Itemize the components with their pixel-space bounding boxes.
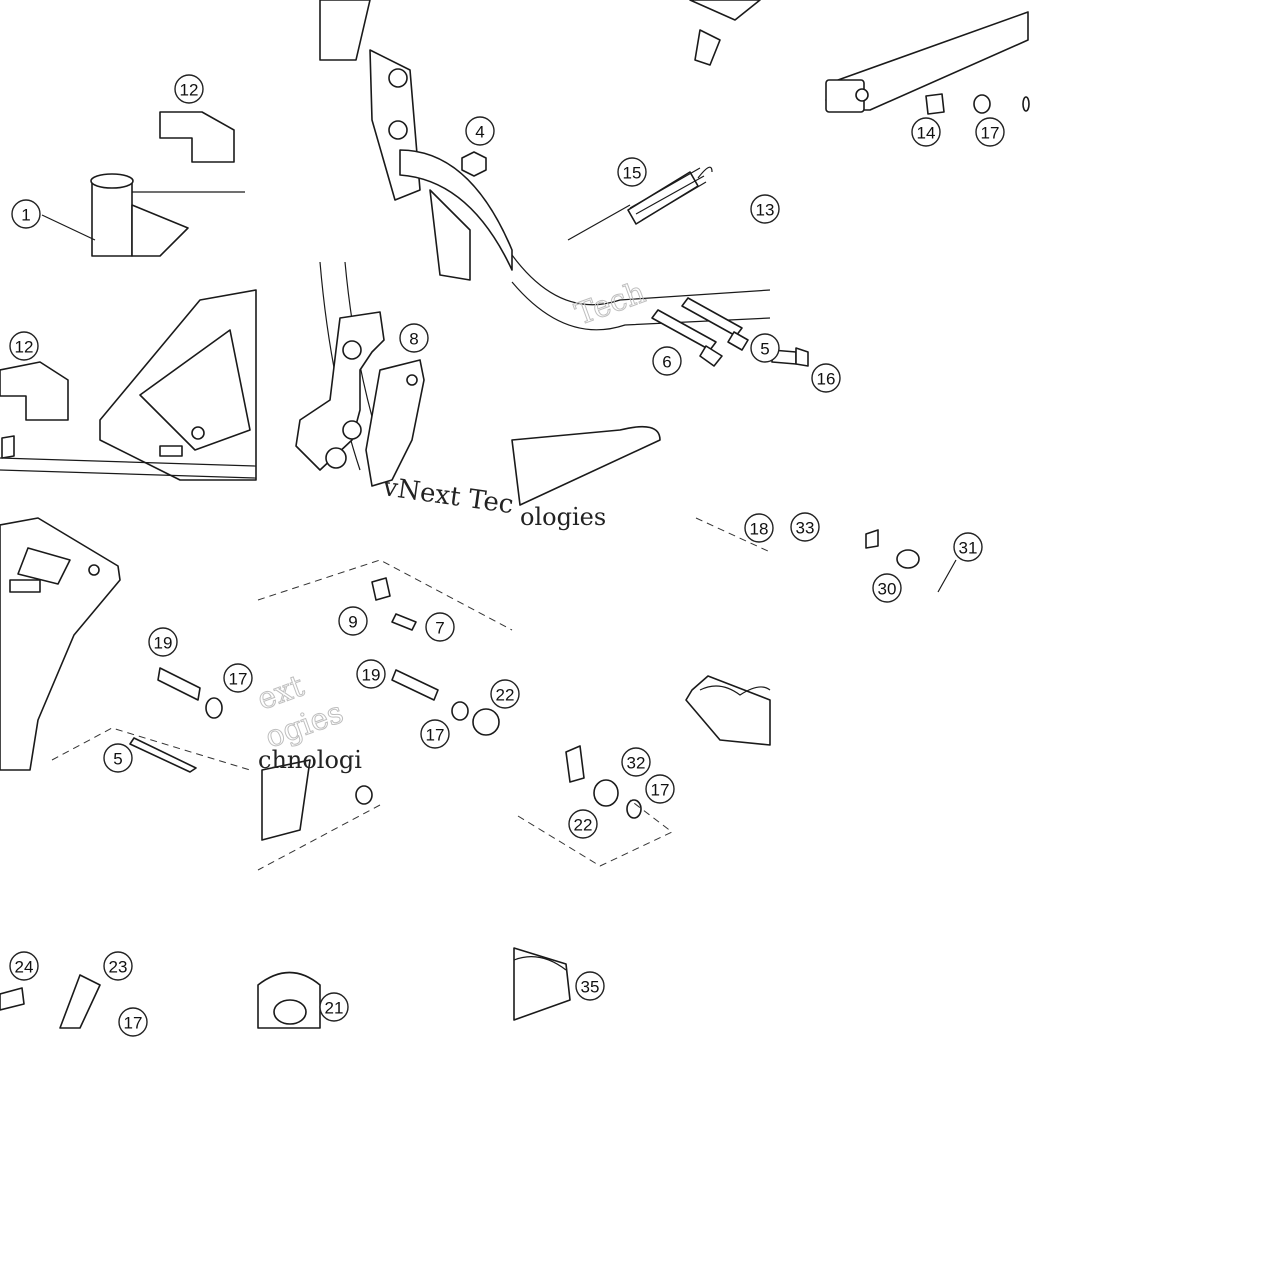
- head-tube-part: [41, 173, 245, 257]
- callout-number: 31: [959, 539, 978, 558]
- callout-18: 18: [744, 513, 774, 543]
- small-pin-parts: [865, 529, 957, 593]
- callout-23: 23: [103, 951, 133, 981]
- callout-35: 35: [575, 971, 605, 1001]
- callout-number: 17: [981, 124, 1000, 143]
- callout-6: 6: [652, 346, 682, 376]
- callout-number: 17: [426, 726, 445, 745]
- callout-13: 13: [750, 194, 780, 224]
- callout-19: 19: [356, 659, 386, 689]
- callout-number: 24: [15, 958, 34, 977]
- callout-number: 7: [435, 619, 444, 638]
- callout-22: 22: [490, 679, 520, 709]
- callout-17: 17: [118, 1007, 148, 1037]
- callout-9: 9: [338, 606, 368, 636]
- callout-17: 17: [420, 719, 450, 749]
- callout-17: 17: [645, 774, 675, 804]
- callout-number: 15: [623, 164, 642, 183]
- callout-17: 17: [975, 117, 1005, 147]
- callout-15: 15: [617, 157, 647, 187]
- callout-32: 32: [621, 747, 651, 777]
- callout-number: 12: [180, 81, 199, 100]
- callout-number: 5: [760, 340, 769, 359]
- watermark-fragment: chnologi: [258, 746, 362, 774]
- callout-31: 31: [953, 532, 983, 562]
- callout-number: 6: [662, 353, 671, 372]
- frame-plate-part: [0, 289, 257, 481]
- callout-number: 17: [124, 1014, 143, 1033]
- callout-number: 22: [496, 686, 515, 705]
- callout-5: 5: [750, 333, 780, 363]
- callout-number: 19: [154, 634, 173, 653]
- callout-4: 4: [465, 116, 495, 146]
- callout-number: 17: [651, 781, 670, 800]
- callout-22: 22: [568, 809, 598, 839]
- callout-21: 21: [319, 992, 349, 1022]
- callout-number: 13: [756, 201, 775, 220]
- lower-parts: [0, 947, 571, 1029]
- callout-17: 17: [223, 663, 253, 693]
- main-frame-part: [319, 0, 771, 506]
- callout-12: 12: [9, 331, 39, 361]
- callout-number: 30: [878, 580, 897, 599]
- callout-33: 33: [790, 512, 820, 542]
- callout-number: 21: [325, 999, 344, 1018]
- callout-number: 16: [817, 370, 836, 389]
- callout-number: 33: [796, 519, 815, 538]
- watermark-fragment: ologies: [520, 503, 606, 531]
- callout-19: 19: [148, 627, 178, 657]
- callout-8: 8: [399, 323, 429, 353]
- cap-part: [159, 111, 235, 163]
- callout-number: 5: [113, 750, 122, 769]
- callout-number: 23: [109, 958, 128, 977]
- callout-30: 30: [872, 573, 902, 603]
- callout-number: 8: [409, 330, 418, 349]
- cap-part-2: [0, 361, 69, 421]
- watermark-fragment: vNext Tec: [380, 472, 515, 520]
- bolt-parts: [651, 297, 809, 367]
- callout-number: 32: [627, 754, 646, 773]
- callout-5: 5: [103, 743, 133, 773]
- callout-number: 17: [229, 670, 248, 689]
- callout-12: 12: [174, 74, 204, 104]
- nut-part: [461, 151, 487, 177]
- callout-number: 4: [475, 123, 484, 142]
- footrest-bracket-part: [0, 517, 251, 773]
- watermark: Tech vNext Tec ologies ext ogies chnolog…: [252, 275, 650, 774]
- callout-number: 35: [581, 978, 600, 997]
- callout-1: 1: [11, 199, 41, 229]
- kickstand-part: [825, 11, 1030, 115]
- callout-number: 18: [750, 520, 769, 539]
- callout-14: 14: [911, 117, 941, 147]
- callout-number: 1: [21, 206, 30, 225]
- callout-7: 7: [425, 612, 455, 642]
- bolt-washer-parts: [257, 559, 513, 871]
- callout-number: 14: [917, 124, 936, 143]
- callout-number: 22: [574, 816, 593, 835]
- engine-mount-plate-part: [295, 261, 425, 487]
- callout-number: 12: [15, 338, 34, 357]
- spring-part: [567, 166, 713, 241]
- callout-labels: 1 12 12 4 15 13 8 6 5 16 14 17 18 33 31 30 19 17 5 9 7 19 22 17…: [9, 74, 1005, 1037]
- callout-number: 9: [348, 613, 357, 632]
- footpeg-part: [517, 517, 771, 867]
- callout-24: 24: [9, 951, 39, 981]
- callout-16: 16: [811, 363, 841, 393]
- callout-number: 19: [362, 666, 381, 685]
